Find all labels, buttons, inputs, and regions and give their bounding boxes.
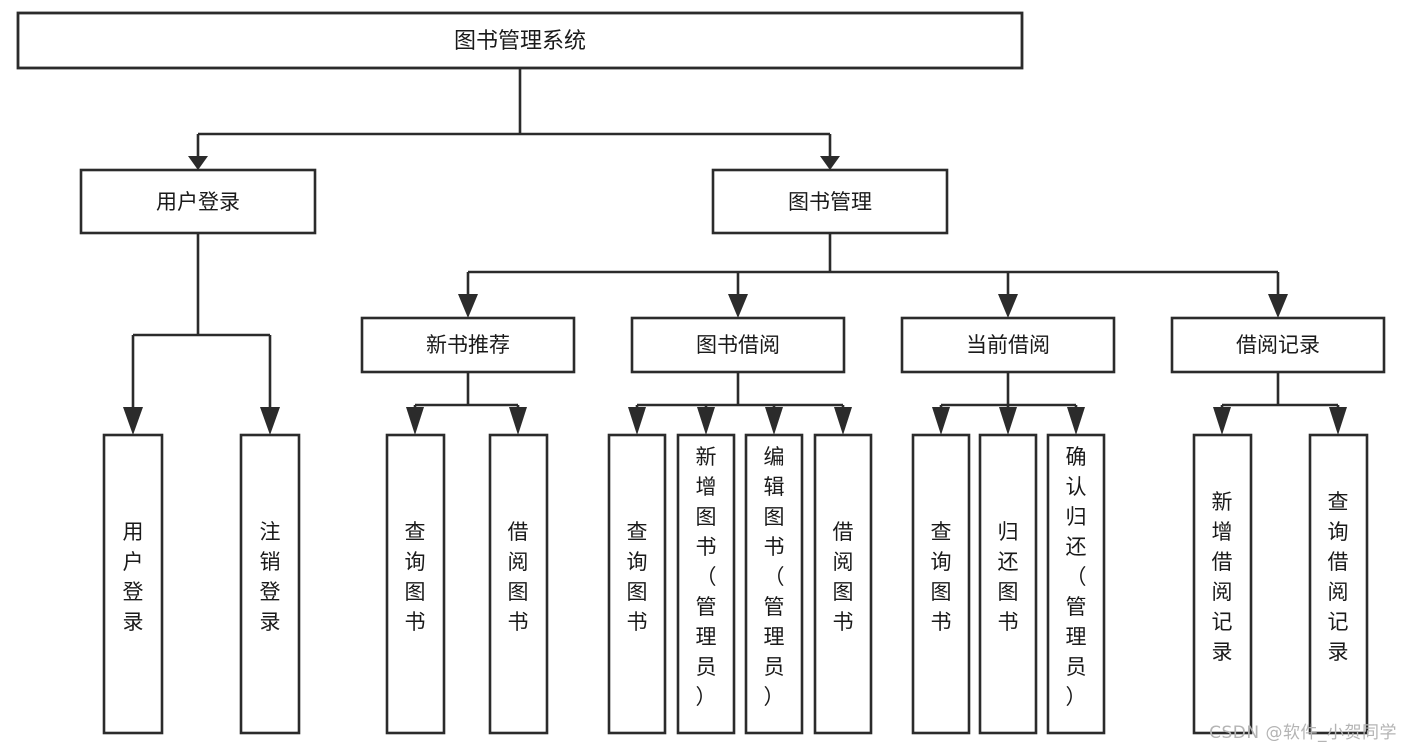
- arrowhead-icon: [697, 407, 715, 435]
- node-new-book-recommend-label: 新书推荐: [426, 333, 510, 357]
- node-root-box[interactable]: [16, 11, 1024, 70]
- leaf-new-book-2-label: 借阅图书: [508, 520, 529, 634]
- leaf-current-borrow-1-label: 查询图书: [931, 520, 952, 634]
- leaf-user-login-2-box[interactable]: [239, 433, 301, 735]
- node-borrow-record[interactable]: 借阅记录: [1170, 316, 1386, 374]
- arrowhead-icon: [834, 407, 852, 435]
- leaf-book-borrow-3-label: 编辑图书（管理员）: [764, 445, 785, 709]
- leaf-borrow-record-2-box[interactable]: [1308, 433, 1369, 735]
- arrowhead-icon: [260, 407, 280, 435]
- leaf-current-borrow-2[interactable]: 归还图书: [978, 433, 1038, 735]
- leaf-borrow-record-2-label: 查询借阅记录: [1328, 490, 1349, 664]
- node-user-login-label: 用户登录: [156, 190, 240, 214]
- node-new-book-recommend-box[interactable]: [360, 316, 576, 374]
- leaf-book-borrow-3-box[interactable]: [744, 433, 804, 735]
- arrowhead-icon: [1329, 407, 1347, 435]
- leaf-user-login-2[interactable]: 注销登录: [239, 433, 301, 735]
- leaf-new-book-2[interactable]: 借阅图书: [488, 433, 549, 735]
- leaf-user-login-1[interactable]: 用户登录: [102, 433, 164, 735]
- arrowhead-icon: [820, 156, 840, 170]
- node-book-borrow-box[interactable]: [630, 316, 846, 374]
- leaf-borrow-record-1-box[interactable]: [1192, 433, 1253, 735]
- arrowhead-icon: [406, 407, 424, 435]
- leaf-current-borrow-2-box[interactable]: [978, 433, 1038, 735]
- arrowhead-icon: [458, 294, 478, 318]
- leaf-book-borrow-2[interactable]: 新增图书（管理员）: [676, 433, 736, 735]
- node-root[interactable]: 图书管理系统: [16, 11, 1024, 70]
- leaf-book-borrow-4-label: 借阅图书: [833, 520, 854, 634]
- arrowhead-icon: [1268, 294, 1288, 318]
- node-new-book-recommend[interactable]: 新书推荐: [360, 316, 576, 374]
- node-user-login-box[interactable]: [79, 168, 317, 235]
- arrowhead-layer: [123, 156, 1347, 435]
- arrowhead-icon: [932, 407, 950, 435]
- node-current-borrow-box[interactable]: [900, 316, 1116, 374]
- arrowhead-icon: [628, 407, 646, 435]
- arrowhead-icon: [1067, 407, 1085, 435]
- leaf-current-borrow-3-label: 确认归还（管理员）: [1066, 445, 1087, 709]
- node-book-manage-label: 图书管理: [788, 190, 872, 214]
- leaf-current-borrow-1-box[interactable]: [911, 433, 971, 735]
- leaf-book-borrow-4-box[interactable]: [813, 433, 873, 735]
- leaf-new-book-1-label: 查询图书: [405, 520, 426, 634]
- leaf-new-book-1[interactable]: 查询图书: [385, 433, 446, 735]
- leaf-book-borrow-2-label: 新增图书（管理员）: [696, 445, 717, 709]
- arrowhead-icon: [999, 407, 1017, 435]
- arrowhead-icon: [998, 294, 1018, 318]
- leaf-book-borrow-1-box[interactable]: [607, 433, 667, 735]
- node-root-label: 图书管理系统: [454, 29, 586, 54]
- arrowhead-icon: [728, 294, 748, 318]
- leaf-user-login-2-label: 注销登录: [260, 520, 281, 634]
- leaf-book-borrow-1[interactable]: 查询图书: [607, 433, 667, 735]
- node-book-borrow-label: 图书借阅: [696, 333, 780, 357]
- leaf-new-book-2-box[interactable]: [488, 433, 549, 735]
- leaf-new-book-1-box[interactable]: [385, 433, 446, 735]
- node-book-manage[interactable]: 图书管理: [711, 168, 949, 235]
- leaf-user-login-1-label: 用户登录: [123, 520, 144, 634]
- leaf-current-borrow-3-box[interactable]: [1046, 433, 1106, 735]
- arrowhead-icon: [509, 407, 527, 435]
- leaf-user-login-1-box[interactable]: [102, 433, 164, 735]
- arrowhead-icon: [123, 407, 143, 435]
- leaf-current-borrow-1[interactable]: 查询图书: [911, 433, 971, 735]
- leaf-book-borrow-3[interactable]: 编辑图书（管理员）: [744, 433, 804, 735]
- node-user-login[interactable]: 用户登录: [79, 168, 317, 235]
- node-book-borrow[interactable]: 图书借阅: [630, 316, 846, 374]
- node-book-manage-box[interactable]: [711, 168, 949, 235]
- arrowhead-icon: [1213, 407, 1231, 435]
- node-current-borrow[interactable]: 当前借阅: [900, 316, 1116, 374]
- arrowhead-icon: [188, 156, 208, 170]
- leaf-book-borrow-1-label: 查询图书: [627, 520, 648, 634]
- leaf-current-borrow-3[interactable]: 确认归还（管理员）: [1046, 433, 1106, 735]
- leaf-borrow-record-1[interactable]: 新增借阅记录: [1192, 433, 1253, 735]
- leaf-borrow-record-1-label: 新增借阅记录: [1212, 490, 1233, 664]
- leaf-book-borrow-2-box[interactable]: [676, 433, 736, 735]
- leaf-current-borrow-2-label: 归还图书: [998, 520, 1019, 634]
- arrowhead-icon: [765, 407, 783, 435]
- node-borrow-record-box[interactable]: [1170, 316, 1386, 374]
- node-borrow-record-label: 借阅记录: [1236, 333, 1320, 357]
- leaf-book-borrow-4[interactable]: 借阅图书: [813, 433, 873, 735]
- leaf-borrow-record-2[interactable]: 查询借阅记录: [1308, 433, 1369, 735]
- node-current-borrow-label: 当前借阅: [966, 333, 1050, 357]
